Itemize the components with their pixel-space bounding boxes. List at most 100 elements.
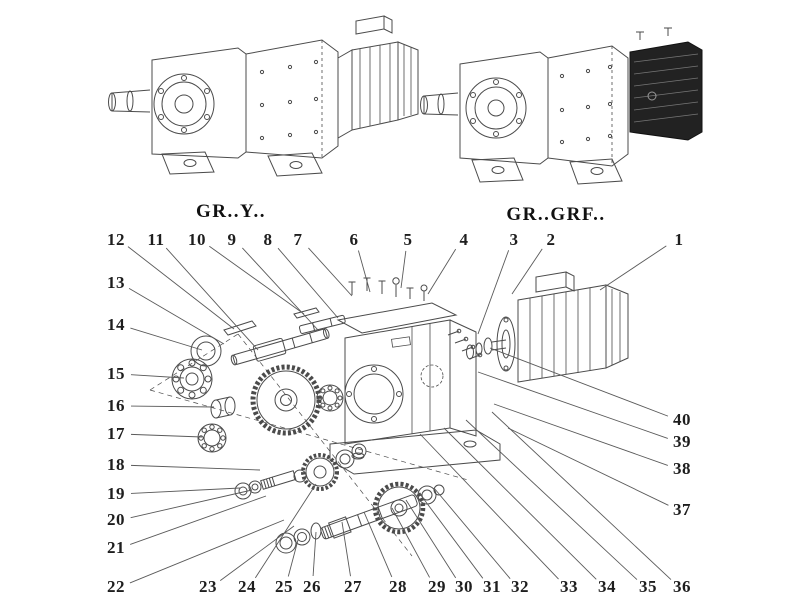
- leader-line-13: [128, 288, 225, 345]
- callout-25: 25: [275, 577, 293, 596]
- left-output-shaft: [111, 89, 151, 113]
- leader-line-12: [127, 246, 235, 330]
- callout-24: 24: [238, 577, 256, 596]
- callout-40: 40: [673, 410, 691, 429]
- callout-36: 36: [673, 577, 691, 596]
- right-motor-bolts: [636, 27, 672, 40]
- callout-16: 16: [107, 396, 125, 415]
- leader-line-5: [400, 250, 407, 289]
- leader-line-19: [130, 487, 241, 494]
- leader-line-35: [465, 419, 638, 580]
- output-shaft: [320, 494, 418, 540]
- leader-line-7: [308, 247, 353, 297]
- leader-line-34: [443, 427, 597, 580]
- callout-34: 34: [598, 577, 616, 596]
- exploded-view-drawing: [127, 245, 672, 584]
- leader-line-16: [130, 405, 215, 408]
- eyebolt: [392, 277, 400, 285]
- intermediate-shaft-parts: [234, 469, 307, 500]
- leader-line-28: [363, 511, 393, 578]
- callout-1: 1: [674, 230, 684, 249]
- leader-line-2: [511, 248, 543, 295]
- motor-fan-cover: [605, 284, 629, 369]
- leader-line-25: [287, 539, 299, 577]
- intermediate-pinion-gear: [301, 453, 339, 491]
- callout-35: 35: [639, 577, 657, 596]
- leader-line-36: [491, 411, 672, 580]
- callout-32: 32: [511, 577, 529, 596]
- leader-line-24: [254, 483, 317, 579]
- callout-38: 38: [673, 459, 691, 478]
- leader-line-23: [219, 525, 295, 581]
- callout-20: 20: [107, 510, 125, 529]
- bearing-small: [197, 423, 227, 453]
- housing: [329, 302, 501, 475]
- leader-line-33: [419, 433, 559, 580]
- callout-17: 17: [107, 424, 125, 443]
- variant-title-left: GR..Y..: [196, 201, 266, 222]
- leader-line-26: [312, 531, 317, 577]
- bearing-gear-side: [316, 384, 344, 412]
- leader-line-39: [477, 371, 668, 439]
- input-shaft: [230, 328, 330, 366]
- output-gear: [372, 481, 426, 535]
- leader-line-14: [130, 327, 203, 351]
- callout-7: 7: [293, 230, 303, 249]
- motor-terminal-box: [535, 271, 567, 293]
- callout-27: 27: [344, 577, 362, 596]
- leader-line-22: [129, 519, 285, 584]
- left-terminal-box: [355, 15, 385, 35]
- left-fan-cover: [397, 41, 419, 121]
- leader-line-38: [493, 403, 668, 466]
- leader-line-30: [405, 499, 457, 579]
- leader-line-11: [165, 247, 259, 351]
- leader-line-6: [357, 250, 371, 293]
- leader-lines: [127, 245, 672, 584]
- callout-9: 9: [227, 230, 237, 249]
- bearing-large: [171, 358, 213, 400]
- leader-line-15: [130, 374, 185, 379]
- output-shaft-rings: [275, 522, 322, 554]
- gearmotor-right-drawing: [420, 27, 703, 185]
- leader-line-32: [433, 487, 511, 579]
- retaining-rings-mid: [335, 443, 367, 469]
- leader-line-1: [599, 245, 667, 291]
- leader-line-21: [130, 495, 267, 545]
- leader-line-10: [209, 245, 305, 315]
- callout-14: 14: [107, 315, 125, 334]
- pinion-shaft: [298, 314, 346, 334]
- leader-line-20: [130, 489, 253, 519]
- callout-28: 28: [389, 577, 407, 596]
- right-output-shaft: [423, 92, 459, 116]
- callout-31: 31: [483, 577, 501, 596]
- variant-title-right: GR..GRF..: [506, 204, 606, 225]
- left-foot-rear: [267, 152, 323, 177]
- leader-line-4: [427, 248, 457, 295]
- callout-6: 6: [349, 230, 359, 249]
- breather-plug: [420, 284, 428, 292]
- left-motor-body: [351, 41, 399, 131]
- housing-cover: [336, 302, 458, 334]
- left-housing-body: [245, 39, 339, 159]
- leader-line-27: [341, 521, 351, 577]
- callout-10: 10: [188, 230, 206, 249]
- leader-line-37: [507, 427, 669, 506]
- large-gear: [250, 364, 322, 436]
- callout-37: 37: [673, 500, 691, 519]
- motor-body: [517, 284, 607, 383]
- right-foot-rear: [569, 158, 623, 185]
- motor-mount-parts: [447, 316, 516, 372]
- right-housing-body: [547, 45, 629, 167]
- callout-30: 30: [455, 577, 473, 596]
- housing-base: [329, 429, 501, 475]
- callout-12: 12: [107, 230, 125, 249]
- callout-23: 23: [199, 577, 217, 596]
- callout-15: 15: [107, 364, 125, 383]
- leader-line-17: [130, 433, 203, 438]
- key-input-shaft: [223, 320, 257, 336]
- key-pinion-shaft: [293, 307, 320, 319]
- motor-flange: [496, 316, 516, 372]
- callout-2: 2: [546, 230, 556, 249]
